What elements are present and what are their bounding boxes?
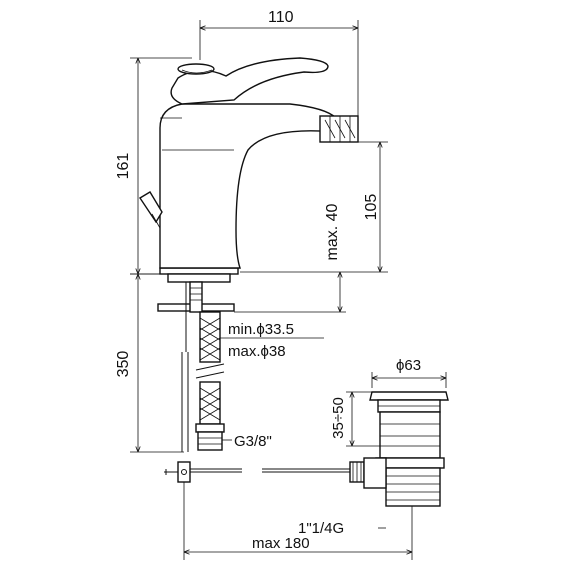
pop-up-waste (349, 391, 449, 507)
thread-inlet-label: G3/8" (234, 433, 272, 450)
dim-110-label: 110 (268, 9, 294, 26)
waste-diameter-label: ϕ63 (396, 357, 421, 374)
hole-min-label: min.ϕ33.5 (228, 321, 294, 338)
dim-350-label: 350 (115, 351, 132, 378)
popup-rod-horizontal (164, 461, 350, 483)
mounting-assembly (157, 273, 235, 452)
lever-handle (170, 57, 329, 105)
dim-105-label: 105 (363, 194, 380, 221)
hole-max-label: max.ϕ38 (228, 343, 286, 360)
dim-max40-label: max. 40 (324, 203, 341, 260)
aerator-nozzle (319, 115, 359, 143)
popup-knob (139, 191, 163, 229)
faucet-body (159, 103, 337, 275)
dimension-lines (130, 20, 447, 560)
waste-thread-label: 1"1/4G (298, 520, 344, 537)
dim-max180-label: max 180 (252, 535, 310, 552)
waste-range-label: 35÷50 (330, 397, 347, 439)
dim-161-label: 161 (115, 153, 132, 180)
